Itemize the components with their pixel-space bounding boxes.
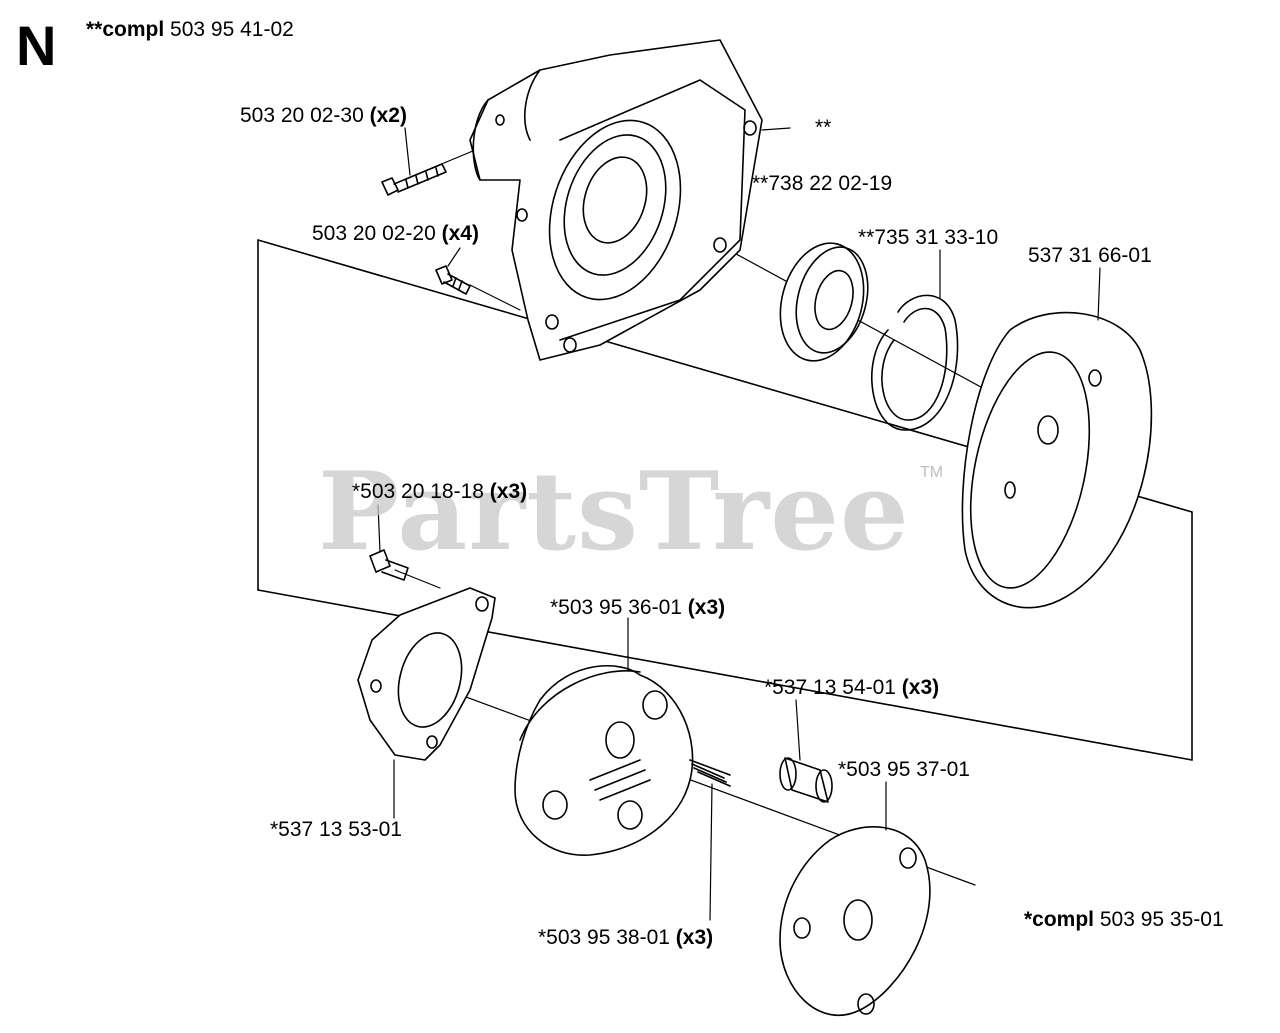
screw-b-qty: (x4) (441, 222, 479, 245)
plate-part: *537 13 53-01 (270, 818, 402, 841)
compl-bottom-prefix: *compl (1024, 908, 1095, 931)
label-spring: *503 95 38-01 (x3) (538, 926, 713, 950)
clutch-plate (357, 587, 496, 761)
screw-a-part: 503 20 02-30 (240, 104, 364, 127)
gear-housing (469, 39, 763, 361)
shoe-qty: (x3) (687, 596, 726, 619)
screw-c-part: *503 20 18-18 (352, 480, 484, 503)
clutch-shoes (514, 665, 694, 856)
shoe-part: *503 95 36-01 (550, 596, 682, 619)
bolt-short (435, 265, 471, 295)
compl-top-prefix: **compl (86, 18, 165, 41)
label-screw-b: 503 20 02-20 (x4) (312, 222, 479, 246)
circlip (871, 294, 959, 431)
spring-qty: (x3) (675, 926, 714, 949)
label-housing: **738 22 02-19 (752, 172, 892, 196)
label-screw-a: 503 20 02-30 (x2) (240, 104, 407, 128)
leader-lines (377, 127, 1101, 921)
label-drum: 537 31 66-01 (1028, 244, 1152, 268)
clutch-drum (961, 311, 1153, 609)
label-screw-c: *503 20 18-18 (x3) (352, 480, 527, 504)
sleeve-part: *537 13 54-01 (764, 676, 896, 699)
clutch-bolt (369, 549, 409, 581)
sleeve (779, 757, 833, 803)
screw-b-part: 503 20 02-20 (312, 222, 436, 245)
label-hub: *503 95 37-01 (838, 758, 970, 782)
watermark-tm: TM (920, 464, 944, 481)
label-shoe: *503 95 36-01 (x3) (550, 596, 725, 620)
housing-part: **738 22 02-19 (752, 172, 893, 195)
bolt-long (381, 163, 447, 196)
section-letter: N (16, 14, 57, 77)
label-circlip: **735 31 33-10 (858, 226, 998, 250)
screw-a-qty: (x2) (369, 104, 407, 127)
bearing (779, 242, 869, 362)
compl-top-part: 503 95 41-02 (170, 18, 294, 41)
screw-c-qty: (x3) (489, 480, 528, 503)
spring (689, 759, 731, 787)
label-compl-bottom: *compl 503 95 35-01 (1024, 908, 1224, 932)
spring-part: *503 95 38-01 (538, 926, 670, 949)
label-sleeve: *537 13 54-01 (x3) (764, 676, 939, 700)
label-housing-mark: ** (815, 116, 831, 140)
drum-part: 537 31 66-01 (1028, 244, 1152, 267)
sleeve-qty: (x3) (901, 676, 940, 699)
housing-mark-part: ** (815, 116, 832, 139)
hub-part: *503 95 37-01 (838, 758, 970, 781)
watermark: PartsTree (318, 449, 910, 575)
compl-bottom-part: 503 95 35-01 (1099, 908, 1224, 931)
circlip-part: **735 31 33-10 (858, 226, 999, 249)
label-compl-top: **compl 503 95 41-02 (86, 18, 294, 42)
label-plate: *537 13 53-01 (270, 818, 402, 842)
clutch-hub (779, 826, 931, 1016)
